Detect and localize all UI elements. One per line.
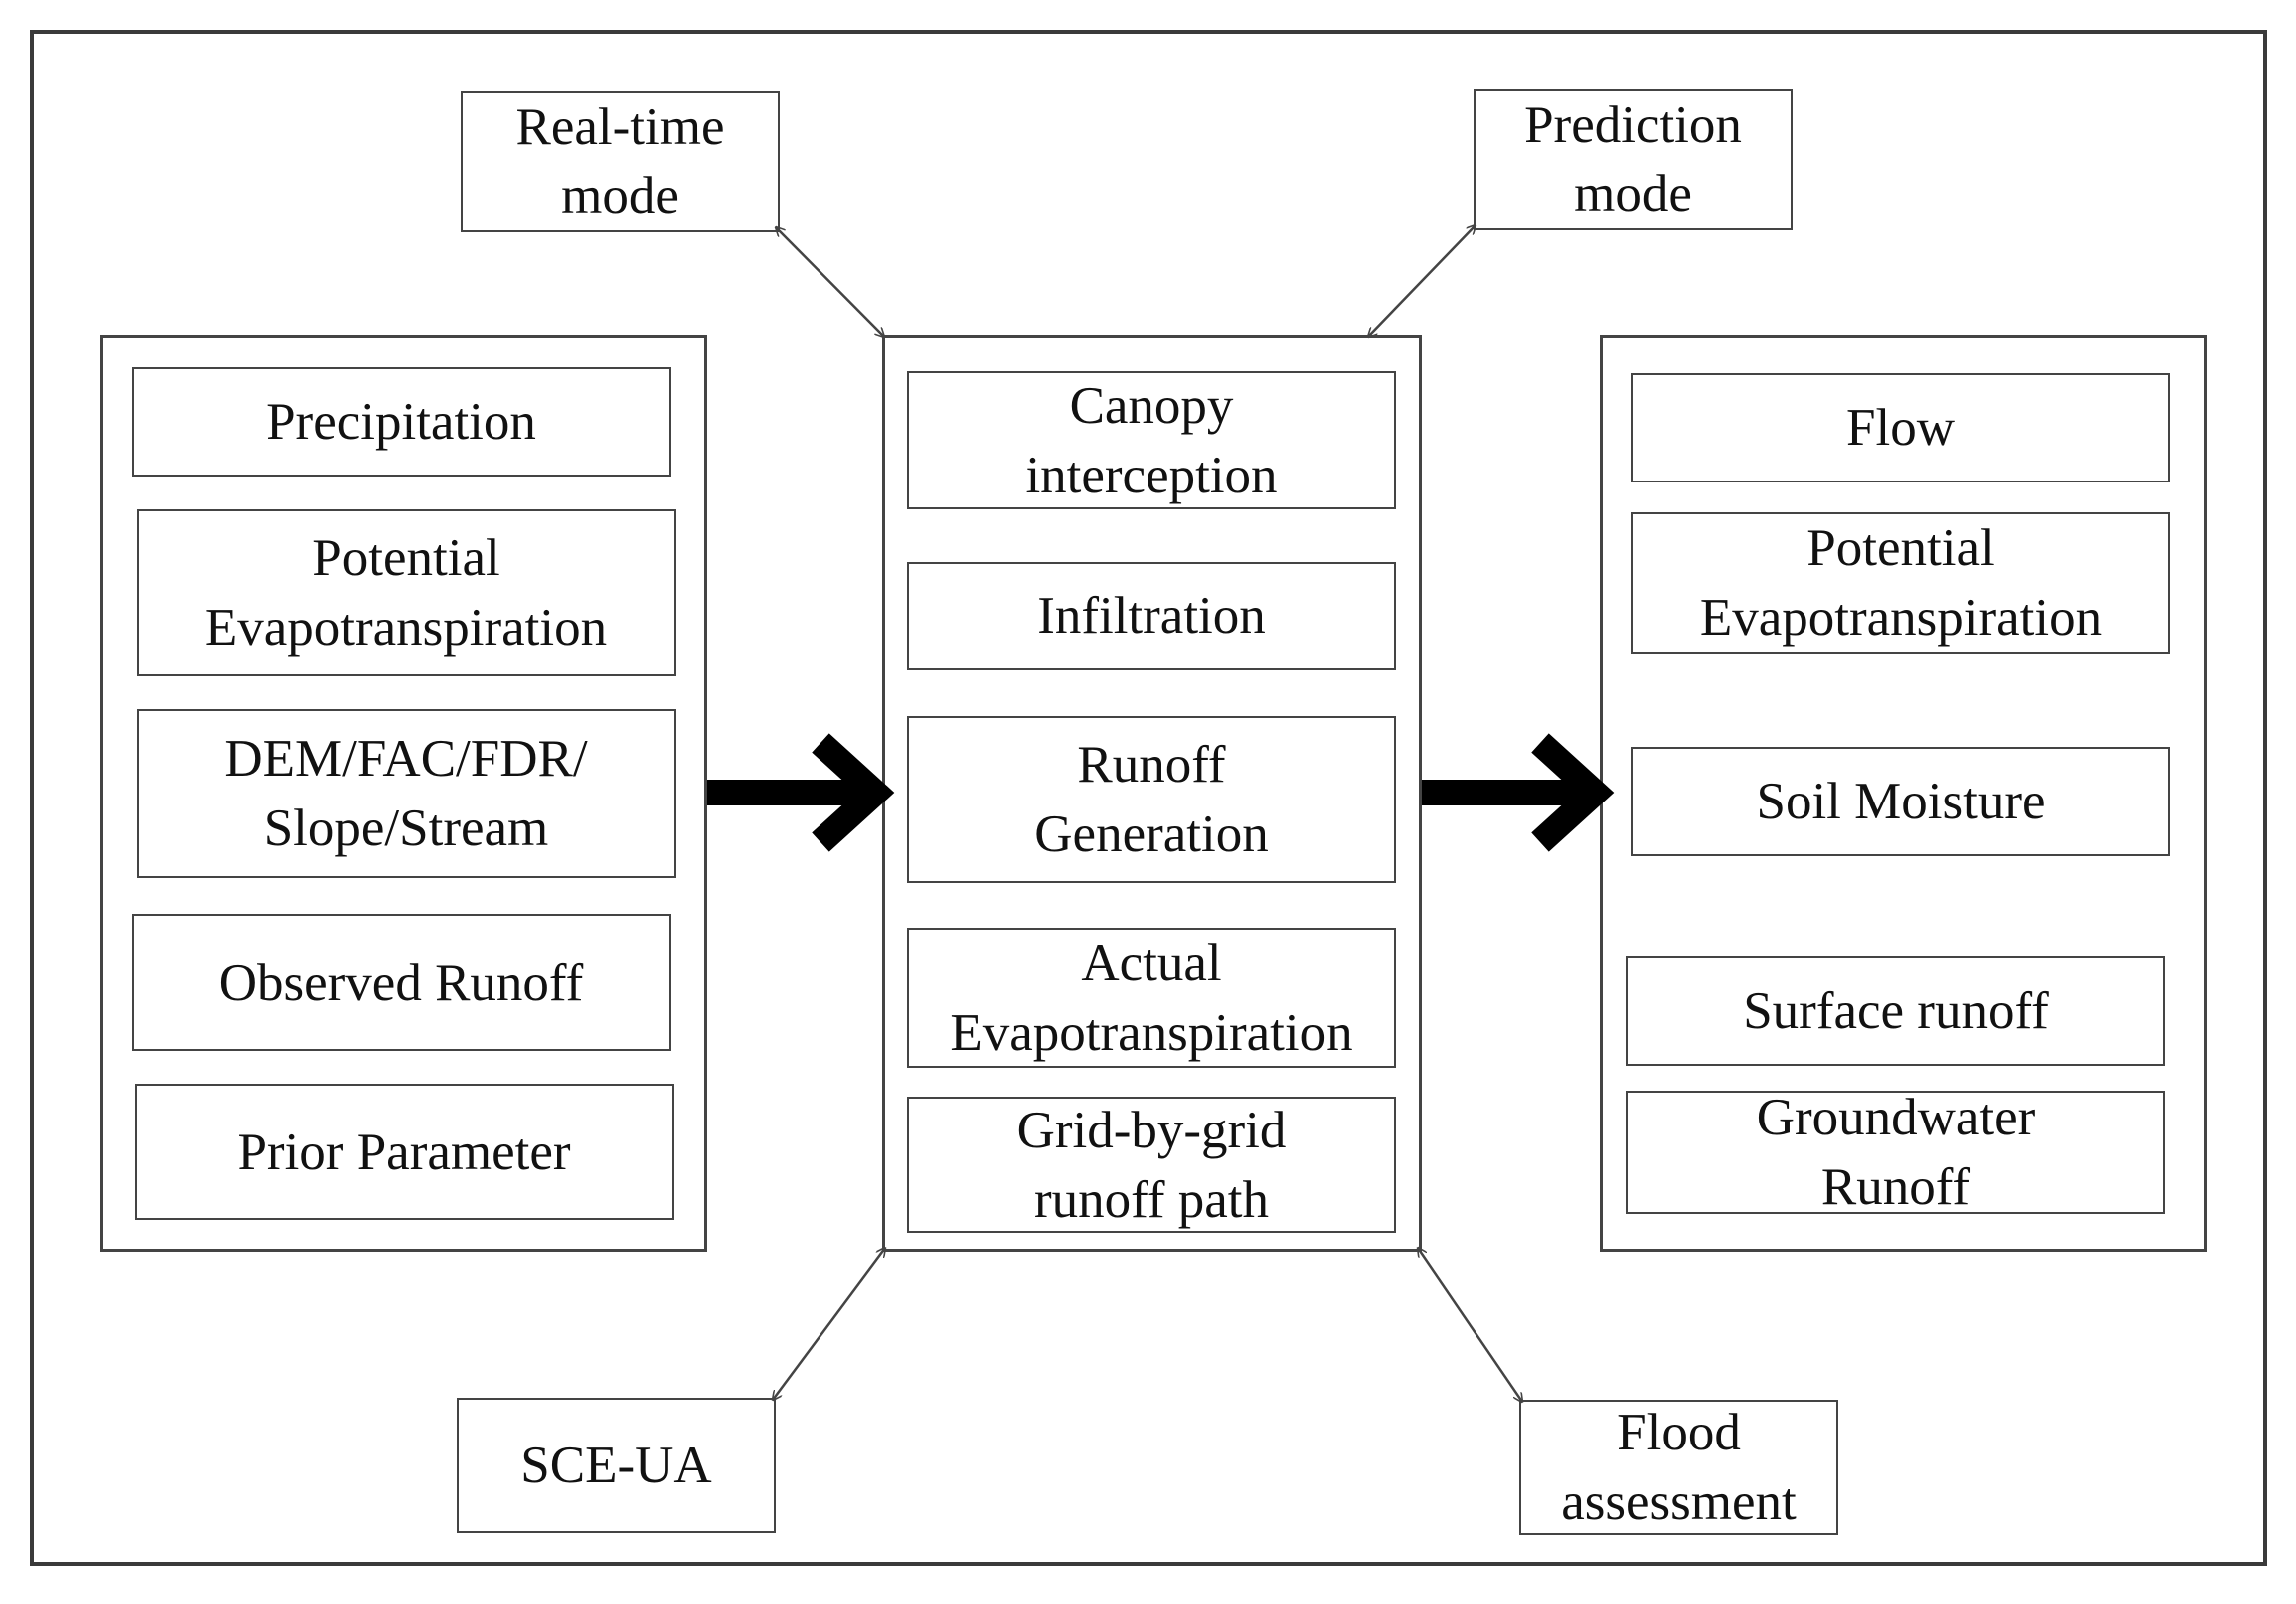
prediction-mode-box: Prediction mode bbox=[1474, 89, 1793, 230]
process-canopy-interception: Canopy interception bbox=[907, 371, 1396, 509]
process-grid-runoff-path: Grid-by-grid runoff path bbox=[907, 1097, 1396, 1233]
sce-ua-label: SCE-UA bbox=[520, 1437, 712, 1494]
input-precipitation-label: Precipitation bbox=[266, 393, 536, 451]
prediction-mode-label: Prediction mode bbox=[1524, 96, 1742, 223]
output-soil-moisture-label: Soil Moisture bbox=[1756, 773, 2046, 830]
process-actual-evapotranspiration: Actual Evapotranspiration bbox=[907, 928, 1396, 1068]
output-potential-evapotranspiration-label: Potential Evapotranspiration bbox=[1699, 519, 2103, 647]
output-surface-runoff-label: Surface runoff bbox=[1743, 982, 2049, 1040]
input-dem-fac-fdr-label: DEM/FAC/FDR/ Slope/Stream bbox=[224, 730, 588, 857]
output-flow: Flow bbox=[1631, 373, 2170, 482]
input-prior-parameter-label: Prior Parameter bbox=[237, 1123, 571, 1181]
flood-assessment-label: Flood assessment bbox=[1561, 1404, 1797, 1531]
input-dem-fac-fdr: DEM/FAC/FDR/ Slope/Stream bbox=[137, 709, 676, 878]
process-grid-runoff-path-label: Grid-by-grid runoff path bbox=[1016, 1101, 1287, 1229]
process-runoff-generation: Runoff Generation bbox=[907, 716, 1396, 883]
sce-ua-box: SCE-UA bbox=[457, 1398, 776, 1533]
input-potential-evapotranspiration-label: Potential Evapotranspiration bbox=[204, 528, 608, 657]
output-groundwater-runoff-label: Groundwater Runoff bbox=[1756, 1089, 2036, 1216]
input-prior-parameter: Prior Parameter bbox=[135, 1084, 674, 1220]
input-observed-runoff-label: Observed Runoff bbox=[218, 953, 584, 1012]
input-precipitation: Precipitation bbox=[132, 367, 671, 477]
diagram-frame bbox=[30, 30, 2267, 1566]
output-soil-moisture: Soil Moisture bbox=[1631, 747, 2170, 856]
real-time-mode-box: Real-time mode bbox=[461, 91, 780, 232]
input-potential-evapotranspiration: Potential Evapotranspiration bbox=[137, 509, 676, 676]
process-runoff-generation-label: Runoff Generation bbox=[1034, 736, 1269, 863]
process-canopy-interception-label: Canopy interception bbox=[1025, 376, 1278, 504]
input-observed-runoff: Observed Runoff bbox=[132, 914, 671, 1051]
output-surface-runoff: Surface runoff bbox=[1626, 956, 2165, 1066]
process-infiltration: Infiltration bbox=[907, 562, 1396, 670]
real-time-mode-label: Real-time mode bbox=[515, 98, 725, 225]
output-flow-label: Flow bbox=[1846, 399, 1955, 457]
flood-assessment-box: Flood assessment bbox=[1519, 1400, 1838, 1535]
input-panel bbox=[100, 335, 707, 1252]
process-actual-evapotranspiration-label: Actual Evapotranspiration bbox=[950, 934, 1353, 1062]
output-groundwater-runoff: Groundwater Runoff bbox=[1626, 1089, 2165, 1216]
process-infiltration-label: Infiltration bbox=[1037, 587, 1266, 645]
output-potential-evapotranspiration: Potential Evapotranspiration bbox=[1631, 512, 2170, 654]
